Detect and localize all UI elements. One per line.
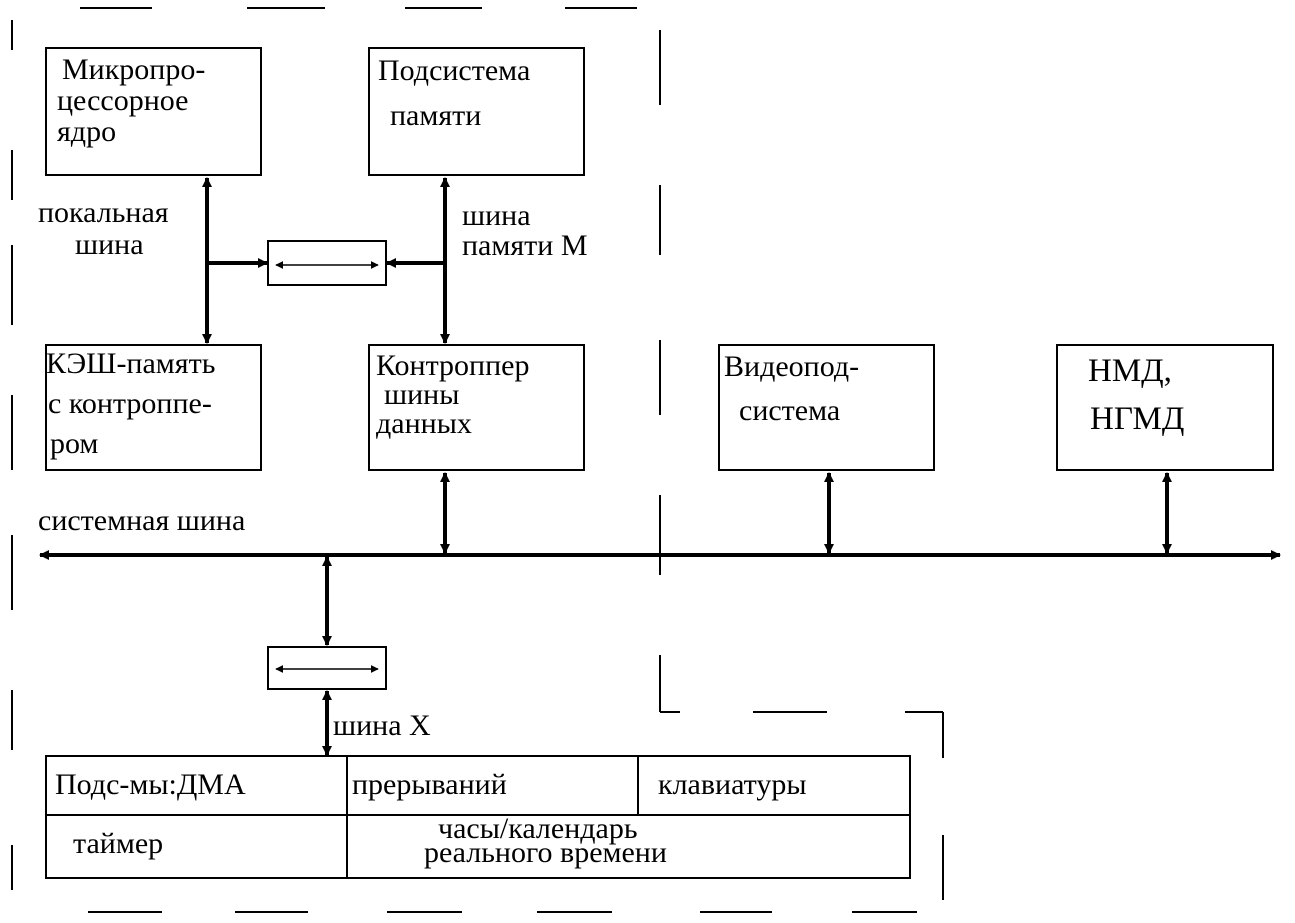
bridge-top xyxy=(267,240,387,286)
microprocessor-core-line-1: Микропро- xyxy=(62,53,206,86)
local-bus-label-1: покальная xyxy=(38,196,169,229)
bus-x-label: шина Х xyxy=(333,709,431,742)
microprocessor-core-block xyxy=(45,47,262,176)
table-cell-rtc-line-2: реального времени xyxy=(424,836,667,869)
memory-subsystem-line-1: Подсистема xyxy=(378,54,531,87)
memory-subsystem-block xyxy=(368,47,585,176)
video-subsystem-block xyxy=(718,344,935,471)
data-bus-controller-line-3: данных xyxy=(376,407,472,440)
cache-memory-line-3: ром xyxy=(50,427,99,460)
video-subsystem-line-2: система xyxy=(739,394,841,427)
bridge-bottom xyxy=(267,646,387,690)
table-cell-dma: Подс-мы:ДМА xyxy=(55,768,246,801)
disk-drives-line-2: НГМД xyxy=(1090,401,1185,437)
memory-bus-label-2: памяти М xyxy=(462,229,588,262)
local-bus-label-2: шина xyxy=(75,228,144,261)
memory-bus-label-1: шина xyxy=(462,199,531,232)
system-bus-label: системная шина xyxy=(38,504,246,537)
data-bus-controller-line-1: Контроппер xyxy=(376,349,530,382)
cache-memory-block xyxy=(45,344,262,471)
memory-subsystem-line-2: памяти xyxy=(390,99,482,132)
table-cell-keyboard: клавиатуры xyxy=(658,768,807,801)
table-cell-rtc-line-1: часы/календарь xyxy=(438,812,638,845)
peripheral-table xyxy=(45,755,911,879)
boundary-dashed xyxy=(11,7,944,913)
disk-drives-line-1: НМД, xyxy=(1088,353,1172,389)
table-cell-interrupts: прерываний xyxy=(352,768,507,801)
cache-memory-line-2: с контроппе- xyxy=(48,387,212,420)
data-bus-controller-block xyxy=(368,344,585,471)
video-subsystem-line-1: Видеопод- xyxy=(724,350,860,383)
disk-drives-block xyxy=(1056,344,1274,471)
data-bus-controller-line-2: шины xyxy=(384,378,460,411)
microprocessor-core-line-2: цессорное xyxy=(57,84,189,117)
table-cell-timer: таймер xyxy=(73,827,164,860)
cache-memory-line-1: КЭШ-память xyxy=(46,347,216,380)
microprocessor-core-line-3: ядро xyxy=(57,115,117,148)
